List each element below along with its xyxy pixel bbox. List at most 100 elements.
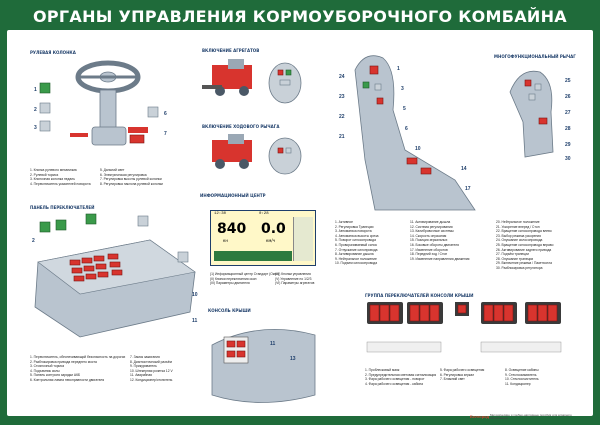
info-legend-item: (1) Информационный центр Стандарт (Окно) [210, 272, 280, 276]
steering-title: РУЛЕВАЯ КОЛОНКА [30, 50, 76, 55]
drive-lever [268, 137, 302, 175]
roof-switches-title: ГРУППА ПЕРЕКЛЮЧАТЕЛЕЙ КОНСОЛИ КРЫШИ [365, 293, 474, 298]
roof-switch-block-2 [407, 302, 443, 324]
steering-legend-item: 1. Кнопка рулевого механизма [30, 168, 77, 172]
roof-switch-block-3 [481, 302, 517, 324]
info-legend-item: (III) Параметры двигателя [210, 281, 250, 286]
joystick-legend-item: 26. Активирование заднего привода [496, 247, 552, 252]
svg-text:13: 13 [290, 356, 296, 362]
svg-text:24: 24 [339, 74, 345, 80]
steering-legend-item: 3. Кнопочная колонка педаль [30, 177, 75, 182]
joystick-legend-item: 7. Отпускание силопровода [335, 247, 378, 252]
joystick-legend-item: 9. Нейтральное положение [335, 256, 377, 261]
joystick-illustration: 25 26 27 28 29 30 [509, 70, 571, 162]
steering-legend-item: 5. Дальний свет [100, 168, 125, 172]
roof-switch-block-1 [367, 302, 403, 324]
joystick-legend-item: 14. Скорость опускания [410, 233, 447, 238]
svg-text:7: 7 [164, 131, 167, 137]
svg-text:10: 10 [415, 146, 421, 152]
joystick-legend-item: 1. Активное [335, 220, 353, 224]
joystick-legend-item: 18. Передний ход / Стоп [410, 252, 448, 257]
roof-legend-item: 10. Стеклоочиститель [505, 377, 539, 382]
joystick-legend-item: 27. Подъём трапеции [496, 252, 529, 257]
panel-legend-item: 7. Замок зажигания [130, 355, 160, 359]
footer-text: Методические и учебно-наглядные пособия … [490, 413, 572, 421]
joystick-legend-item: 23. Выбор режима ускорения [496, 233, 541, 238]
joystick-title: МНОГОФУНКЦИОНАЛЬНЫЙ РЫЧАГ [494, 54, 576, 59]
brand-logo: Белгород [470, 414, 490, 419]
drive-illustration [212, 134, 302, 175]
panel-legend-item: 10. Штекерная розетка 12 V [130, 368, 173, 373]
steering-icons [39, 82, 159, 132]
svg-text:3: 3 [34, 125, 37, 131]
svg-text:1: 1 [34, 87, 37, 93]
svg-text:30: 30 [565, 156, 571, 162]
svg-text:23: 23 [339, 94, 345, 100]
svg-text:17: 17 [465, 186, 471, 192]
svg-text:14: 14 [461, 166, 467, 172]
svg-text:11: 11 [270, 341, 276, 347]
joystick-legend-item: 21. Ускорение вперед / Стоп [496, 224, 540, 229]
steering-legend-2: 5. Дальний свет 6. Электрическая регулир… [100, 168, 163, 186]
info-right-unit: км/ч [266, 238, 276, 243]
panel-icon-p [39, 221, 51, 233]
svg-text:2: 2 [32, 238, 35, 244]
roof-legend-2: 5. Фара рабочего освещения 6. Регулировк… [440, 368, 484, 382]
roof-legend-item: 8. Освещение кабины [505, 368, 539, 372]
joystick-legend-item: 15. Позиция зеркальных [410, 238, 448, 243]
joystick-legend-item: 4. Автоматика высоты среза [335, 233, 379, 238]
roof-legend-item: 5. Фара рабочего освещения [440, 368, 485, 372]
info-header-right: 0:28 [259, 212, 269, 216]
info-side-keys[interactable] [293, 217, 313, 261]
svg-text:27: 27 [565, 110, 571, 116]
svg-text:2: 2 [34, 107, 37, 113]
joystick-legend-item: 30. Разблокировка регулятора [496, 265, 543, 270]
steering-legend: 1. Кнопка рулевого механизма 2. Рулевой … [30, 168, 91, 186]
joystick-body [354, 55, 476, 211]
steering-column-illustration: 1 2 3 6 7 [34, 60, 167, 146]
info-screen: 12:30 0:28 840 кн 0.0 км/ч [210, 210, 316, 266]
steering-legend-item: 4. Переключатель указателей поворота [30, 181, 91, 186]
roof-switch-symbols [366, 341, 562, 353]
svg-text:6: 6 [405, 126, 408, 132]
panel-legend-item: 11. Аварийная [130, 373, 152, 378]
joystick-legend-item: 12. Система регулирования [410, 224, 453, 229]
info-right-value: 0.0 [261, 221, 286, 237]
switch-panel-illustration: 2 10 11 [32, 213, 198, 338]
svg-text:6: 6 [164, 111, 167, 117]
panel-legend-item: 4. Подъемник силы [30, 368, 60, 373]
harvester-icon-2 [212, 140, 252, 162]
joystick-legend-item: 28. Опускание трапеции [496, 256, 534, 261]
info-header-left: 12:30 [214, 212, 227, 216]
joystick-legend-item: 19. Изменение направления движения [410, 256, 470, 261]
joystick-legend-item: 13. Калибровочные системы [410, 229, 454, 234]
svg-text:11: 11 [192, 318, 198, 324]
svg-text:21: 21 [339, 134, 345, 140]
info-legend-2: (IV) Кнопки управления (V) Управление по… [275, 272, 314, 286]
joystick-legend-item: 10. Подъем силосопровода [335, 261, 378, 266]
joystick-legend-item: 20. Нейтральное положение [496, 220, 540, 224]
joystick-legend-item: 16. Боковые обороты двигателя [410, 242, 459, 247]
info-left-unit: кн [223, 238, 229, 243]
roof-legend-3: 8. Освещение кабины 9. Стеклоомыватель 1… [505, 368, 539, 386]
joystick-legend-item: 8. Активирование дышла [335, 252, 374, 257]
panel-legend-item: 2. Разблокировка привода переднего моста [30, 359, 97, 364]
panel-legend-item: 12. Кондиционер/отопитель [130, 377, 173, 382]
panel-legend-item: 5. Панель контроля зарядки АКБ [30, 373, 81, 378]
joystick-legend-item: 2. Регулировка Трапеции [335, 224, 374, 229]
steering-legend-item: 2. Рулевой тормоз [30, 172, 59, 177]
joystick-legend-item: 6. Проворачиваемый силос [335, 242, 378, 247]
joystick-legend: 1. Активное 2. Регулировка Трапеции 3. А… [335, 220, 378, 266]
panel-legend-item: 6. Контрольная лампа неисправности двига… [30, 377, 105, 382]
joystick-legend-2: 11. Активирование дышла 12. Система регу… [410, 220, 469, 261]
roof-switches-illustration [366, 302, 562, 353]
roof-legend: 1. Проблесковый маяк 2. Предупредительна… [365, 368, 436, 386]
info-legend-item: (II) Кнопки переключения окон [210, 276, 257, 281]
svg-text:22: 22 [339, 114, 345, 120]
info-legend-item: (VI) Параметры агрегатов [275, 281, 315, 286]
panel-legend-item: 3. Стояночный тормоз [30, 364, 65, 369]
roof-legend-item: 4. Фара рабочего освещения - кабина [365, 381, 423, 386]
panel-legend-item: 1. Переключатель, обеспечивающий безопас… [30, 355, 126, 359]
roof-legend-item: 6. Регулировка зеркал [440, 372, 475, 377]
joystick-legend-item: 3. Автоматика поворота [335, 229, 372, 234]
